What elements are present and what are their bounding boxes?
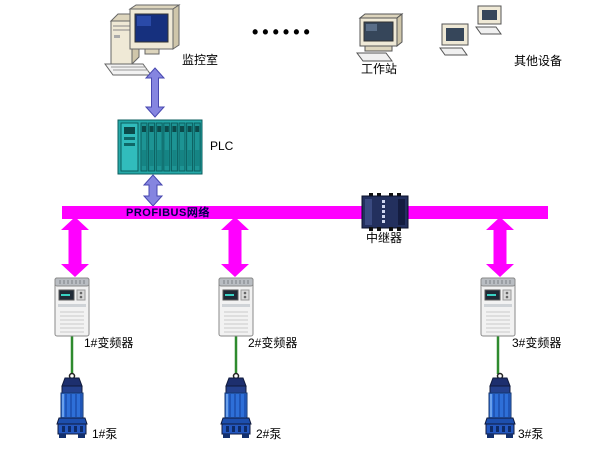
plc-icon <box>117 119 203 175</box>
profibus-bus-line <box>62 206 548 219</box>
vfd-3-label: 3#变频器 <box>512 336 562 350</box>
bus-drop-arrow-1 <box>61 217 89 277</box>
link-arrow-computer-plc <box>144 67 166 118</box>
other-devices-icon <box>439 5 502 56</box>
vfd-3-icon <box>480 277 516 337</box>
bus-drop-arrow-3 <box>486 217 514 277</box>
keyboard <box>356 52 393 62</box>
repeater-icon <box>361 193 409 231</box>
other-devices-label: 其他设备 <box>514 54 563 68</box>
vfd-2-icon <box>218 277 254 337</box>
vfd-1-icon <box>54 277 90 337</box>
pump-2-icon <box>220 372 252 439</box>
link-arrow-plc-bus <box>142 174 164 207</box>
monitoring-room-label: 监控室 <box>182 53 219 67</box>
pump-1-label: 1#泵 <box>92 427 118 441</box>
plc-label: PLC <box>210 139 234 153</box>
vfd-pump-links <box>70 336 500 374</box>
repeater-label: 中继器 <box>366 231 403 245</box>
bus-drop-arrow-2 <box>221 217 249 277</box>
pump-1-icon <box>56 372 88 439</box>
monitoring-room-computer-icon <box>104 4 181 76</box>
workstation-computer-icon <box>356 12 404 62</box>
profibus-label: PROFIBUS网络 <box>126 207 210 219</box>
vfd-1-label: 1#变频器 <box>84 336 134 350</box>
workstation-label: 工作站 <box>361 62 398 76</box>
pump-2-label: 2#泵 <box>256 427 282 441</box>
ellipsis-dots: •••••• <box>252 22 314 42</box>
plc-modules <box>140 122 201 172</box>
vfd-2-label: 2#变频器 <box>248 336 298 350</box>
pump-3-label: 3#泵 <box>518 427 544 441</box>
pump-3-icon <box>484 372 516 439</box>
